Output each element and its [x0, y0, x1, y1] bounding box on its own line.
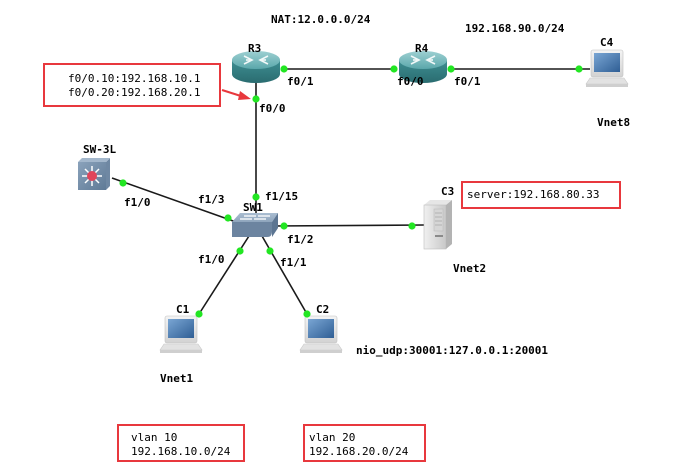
- node-label-sw3l: SW-3L: [83, 143, 117, 156]
- port-label-sw1-f115: f1/15: [265, 190, 299, 203]
- annotation-arrow-icon: [221, 89, 251, 100]
- link-sw1-c1[interactable]: [198, 235, 250, 315]
- port-dot-sw1-f13[interactable]: [224, 214, 232, 222]
- network-label-nat: NAT:12.0.0.0/24: [271, 13, 371, 26]
- note-line: 192.168.20.0/24: [309, 445, 409, 458]
- note-r3-subinterfaces: f0/0.10:192.168.10.1 f0/0.20:192.168.20.…: [43, 63, 221, 107]
- note-server: server:192.168.80.33: [461, 181, 621, 209]
- note-line: server:192.168.80.33: [467, 188, 600, 201]
- pc-c2[interactable]: [299, 315, 343, 353]
- port-dot-sw1-f11[interactable]: [266, 247, 274, 255]
- port-dot-r4-f00[interactable]: [390, 65, 398, 73]
- port-label-sw1-f13: f1/3: [198, 193, 225, 206]
- port-dot-c2[interactable]: [303, 310, 311, 318]
- port-dot-sw1-f12[interactable]: [280, 222, 288, 230]
- node-label-c3: C3: [441, 185, 455, 198]
- port-dot-r3-f01[interactable]: [280, 65, 288, 73]
- router-r3[interactable]: [232, 51, 280, 83]
- node-label-r3: R3: [248, 42, 262, 55]
- port-dots: [119, 65, 583, 318]
- port-dot-sw1-f10[interactable]: [236, 247, 244, 255]
- router-arrows-icon: [243, 55, 269, 65]
- node-caption-c2: nio_udp:30001:127.0.0.1:20001: [356, 344, 549, 357]
- port-label-r3-f00: f0/0: [259, 102, 286, 115]
- node-label-c1: C1: [176, 303, 190, 316]
- port-dot-c4[interactable]: [575, 65, 583, 73]
- router-arrows-icon: [410, 55, 436, 65]
- link-sw1-c3[interactable]: [271, 224, 425, 227]
- port-dot-c1[interactable]: [195, 310, 203, 318]
- note-line: vlan 20: [309, 431, 356, 444]
- port-label-sw1-f11: f1/1: [280, 256, 307, 269]
- note-line: 192.168.10.0/24: [131, 445, 231, 458]
- pc-c1[interactable]: [159, 315, 203, 353]
- node-label-r4: R4: [415, 42, 429, 55]
- port-label-r3-f01: f0/1: [287, 75, 314, 88]
- node-label-c2: C2: [316, 303, 330, 316]
- port-dot-r3-f00[interactable]: [252, 95, 260, 103]
- router-r4[interactable]: [399, 51, 447, 83]
- multilayer-switch-sw3l[interactable]: [78, 158, 110, 190]
- port-dot-c3[interactable]: [408, 222, 416, 230]
- port-dot-sw3l-f10[interactable]: [119, 179, 127, 187]
- node-caption-c1: Vnet1: [160, 372, 194, 385]
- port-label-r4-f01: f0/1: [454, 75, 481, 88]
- network-label-r4-c4: 192.168.90.0/24: [465, 22, 565, 35]
- port-dot-sw1-f115[interactable]: [252, 193, 260, 201]
- node-label-sw1: SW1: [243, 201, 263, 214]
- pc-c4[interactable]: [585, 49, 629, 87]
- port-dot-r4-f01[interactable]: [447, 65, 455, 73]
- note-line: vlan 10: [131, 431, 178, 444]
- note-line: f0/0.10:192.168.10.1: [68, 72, 201, 85]
- note-vlan10: vlan 10 192.168.10.0/24: [117, 424, 245, 462]
- note-line: f0/0.20:192.168.20.1: [68, 86, 201, 99]
- server-c3[interactable]: [423, 200, 452, 250]
- port-label-sw1-f12: f1/2: [287, 233, 314, 246]
- port-label-sw1-f10: f1/0: [198, 253, 225, 266]
- note-vlan20: vlan 20 192.168.20.0/24: [303, 424, 426, 462]
- port-label-sw3l-f10: f1/0: [124, 196, 151, 209]
- switch-sw1[interactable]: [232, 213, 278, 237]
- node-caption-c3: Vnet2: [453, 262, 487, 275]
- port-label-r4-f00: f0/0: [397, 75, 424, 88]
- node-label-c4: C4: [600, 36, 614, 49]
- node-caption-c4: Vnet8: [597, 116, 631, 129]
- switch-arrows-icon: [240, 215, 270, 220]
- link-sw3l-sw1[interactable]: [111, 177, 237, 223]
